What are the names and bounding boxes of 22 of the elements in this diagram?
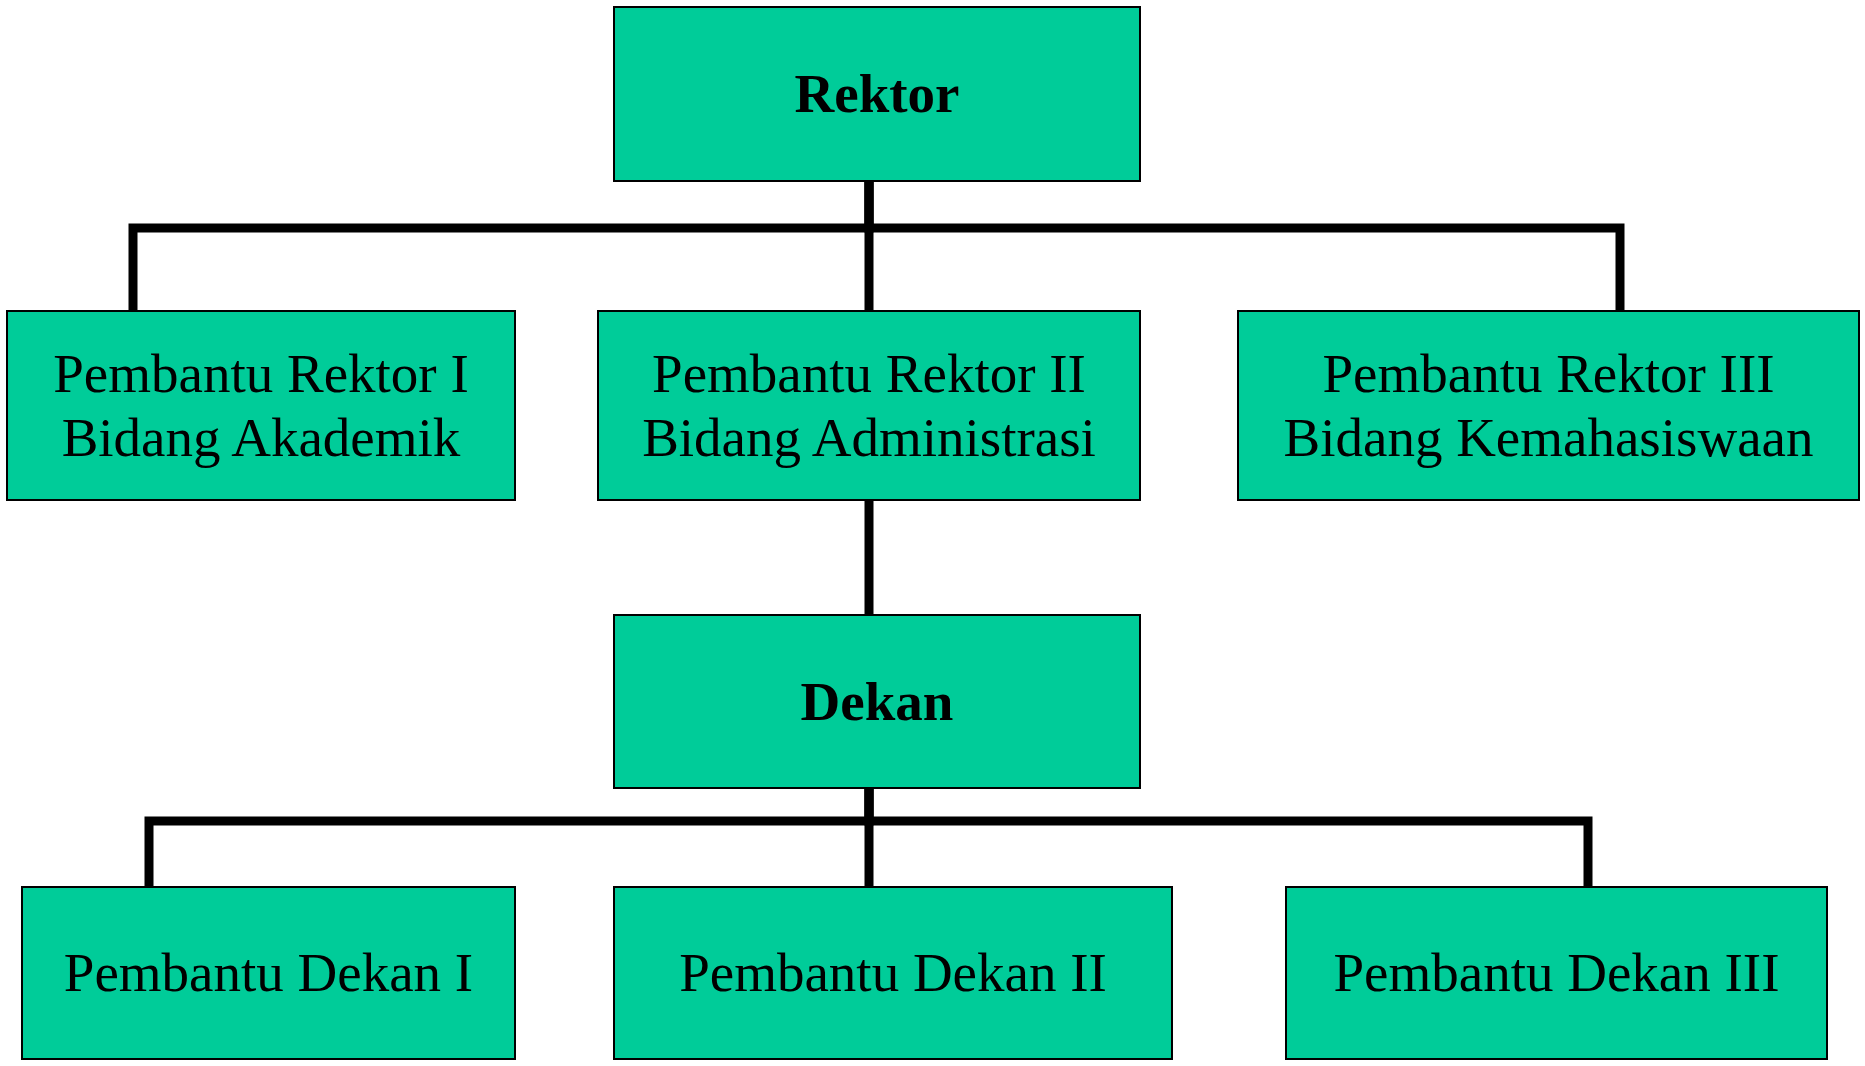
box-title: Bidang Administrasi	[642, 405, 1096, 469]
org-box	[613, 886, 1173, 1060]
org-box	[613, 614, 1141, 789]
box-title: Pembantu Dekan II	[679, 941, 1107, 1005]
box-title: Pembantu Dekan III	[1333, 941, 1780, 1005]
org-box	[597, 310, 1141, 501]
box-title: Pembantu Rektor II	[652, 342, 1086, 406]
box-title: Bidang Akademik	[61, 405, 461, 469]
box-title: Pembantu Dekan I	[63, 941, 474, 1005]
org-box	[6, 310, 516, 501]
org-box	[1237, 310, 1860, 501]
org-box	[21, 886, 516, 1060]
connector-line	[864, 789, 1593, 886]
box-title: Rektor	[794, 62, 960, 126]
box-title: Pembantu Rektor I	[53, 342, 469, 406]
org-box	[1285, 886, 1828, 1060]
box-title: Pembantu Rektor III	[1322, 342, 1775, 406]
connector-line	[864, 182, 1625, 310]
box-title: Bidang Kemahasiswaan	[1283, 405, 1814, 469]
org-box	[613, 6, 1141, 182]
connector-line	[864, 501, 874, 614]
box-title: Dekan	[800, 669, 954, 734]
